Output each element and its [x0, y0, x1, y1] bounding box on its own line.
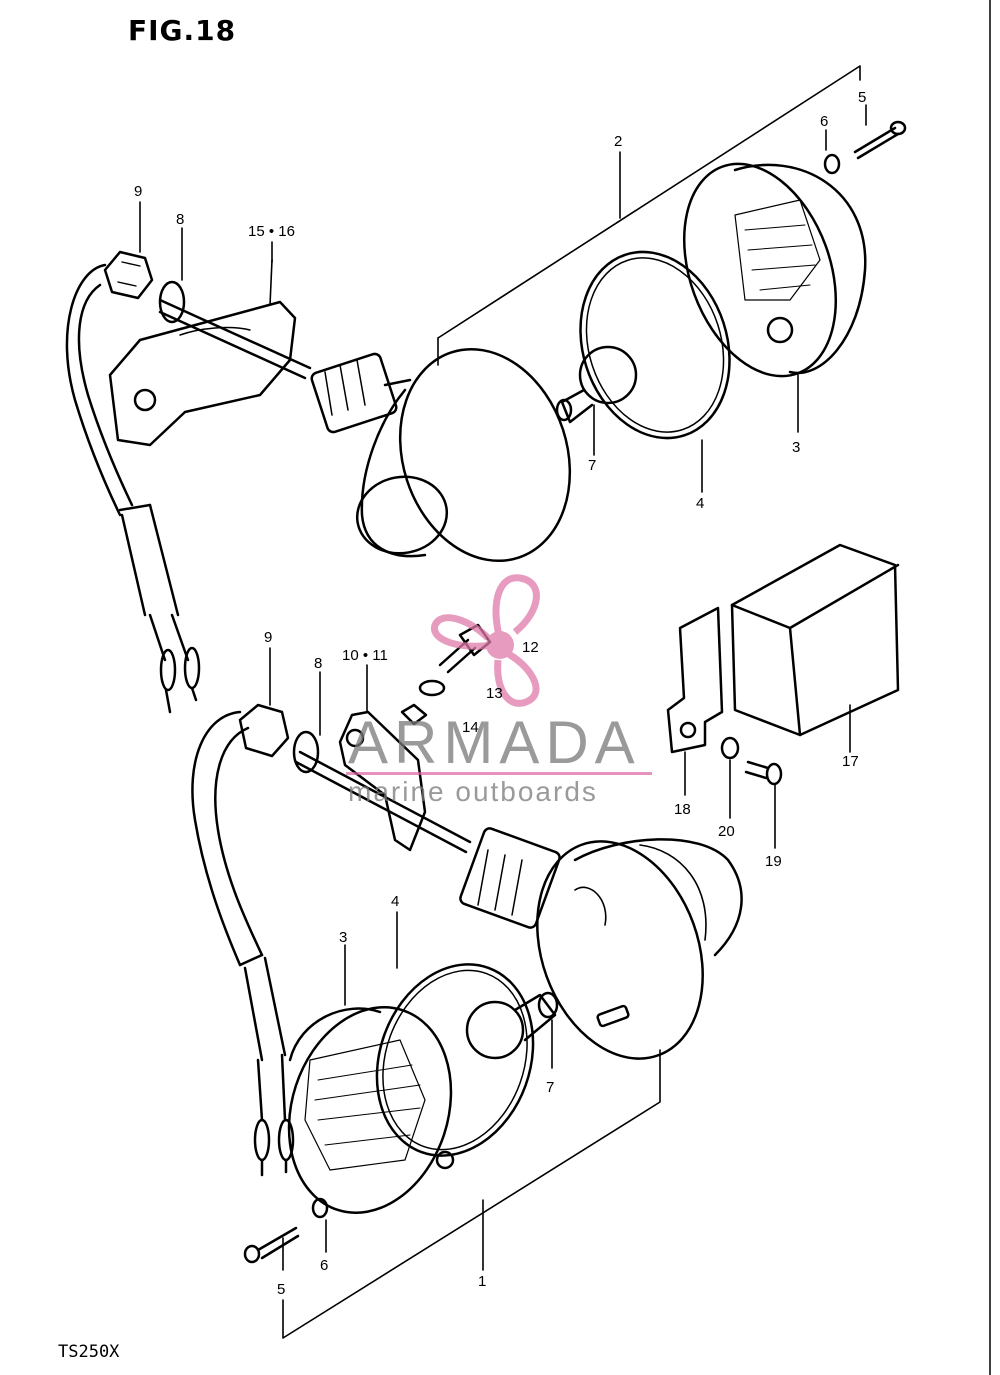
callout-7-top: 7	[588, 457, 596, 474]
frame-border	[990, 0, 998, 1375]
callout-17: 17	[842, 753, 859, 770]
callout-13: 13	[486, 685, 503, 702]
leader-1	[282, 1049, 661, 1339]
callout-7-bot: 7	[546, 1079, 554, 1096]
lens-top	[682, 162, 867, 378]
washer-8-top	[158, 280, 186, 324]
callout-19: 19	[765, 853, 782, 870]
bracket-top	[108, 259, 297, 447]
oring-top	[579, 250, 731, 440]
washer-20	[720, 736, 740, 760]
callout-1: 1	[478, 1273, 486, 1290]
figure-title: FIG.18	[128, 14, 237, 47]
washer-top	[823, 153, 841, 175]
callout-12: 12	[522, 639, 539, 656]
washer-bot	[311, 1197, 329, 1219]
stem-top	[158, 298, 312, 380]
callout-5-bot: 5	[277, 1281, 285, 1298]
bolt-19	[744, 760, 783, 786]
callout-8-bot: 8	[314, 655, 322, 672]
housing-bot	[459, 827, 743, 1060]
callout-4-top: 4	[696, 495, 704, 512]
screw-bot	[243, 1226, 300, 1264]
relay-17	[730, 543, 900, 737]
callout-18: 18	[674, 801, 691, 818]
screw-top	[853, 120, 907, 160]
oring-bot	[375, 963, 535, 1157]
bracket-18	[666, 606, 724, 754]
callout-20: 20	[718, 823, 735, 840]
callout-3-bot: 3	[339, 929, 347, 946]
watermark-brand: ARMADA	[348, 709, 641, 776]
lens-bot	[287, 1006, 455, 1214]
nut-top	[103, 250, 154, 300]
callout-4-bot: 4	[391, 893, 399, 910]
callout-14: 14	[462, 719, 479, 736]
wire-bot	[191, 710, 295, 1177]
washer-8-bot	[292, 730, 320, 774]
housing-top	[310, 347, 572, 563]
wire-top	[65, 263, 201, 714]
callout-9-bot: 9	[264, 629, 272, 646]
stem-bot	[294, 750, 472, 854]
nut-14	[400, 703, 428, 726]
washer-13	[418, 679, 446, 697]
callout-6-top: 6	[820, 113, 828, 130]
callout-2: 2	[614, 133, 622, 150]
leader-2	[437, 65, 861, 366]
callout-5-top: 5	[858, 89, 866, 106]
watermark-tagline: marine outboards	[348, 776, 598, 807]
callout-15-16: 15 • 16	[248, 223, 295, 240]
nut-bot	[238, 703, 290, 758]
callout-6-bot: 6	[320, 1257, 328, 1274]
bulb-top	[555, 345, 638, 424]
callout-8-top: 8	[176, 211, 184, 228]
callout-10-11: 10 • 11	[342, 647, 388, 664]
watermark-rule	[346, 772, 652, 775]
callout-3-top: 3	[792, 439, 800, 456]
bulb-bot	[465, 991, 559, 1060]
watermark-propeller-icon	[431, 574, 540, 707]
bracket-bot	[338, 710, 427, 852]
model-label: TS250X	[58, 1342, 120, 1362]
callout-9-top: 9	[134, 183, 142, 200]
callout-labels: 2 5 6 9 8 15 • 16 3 7 4 12 13 14 9 8 10 …	[134, 89, 866, 1298]
